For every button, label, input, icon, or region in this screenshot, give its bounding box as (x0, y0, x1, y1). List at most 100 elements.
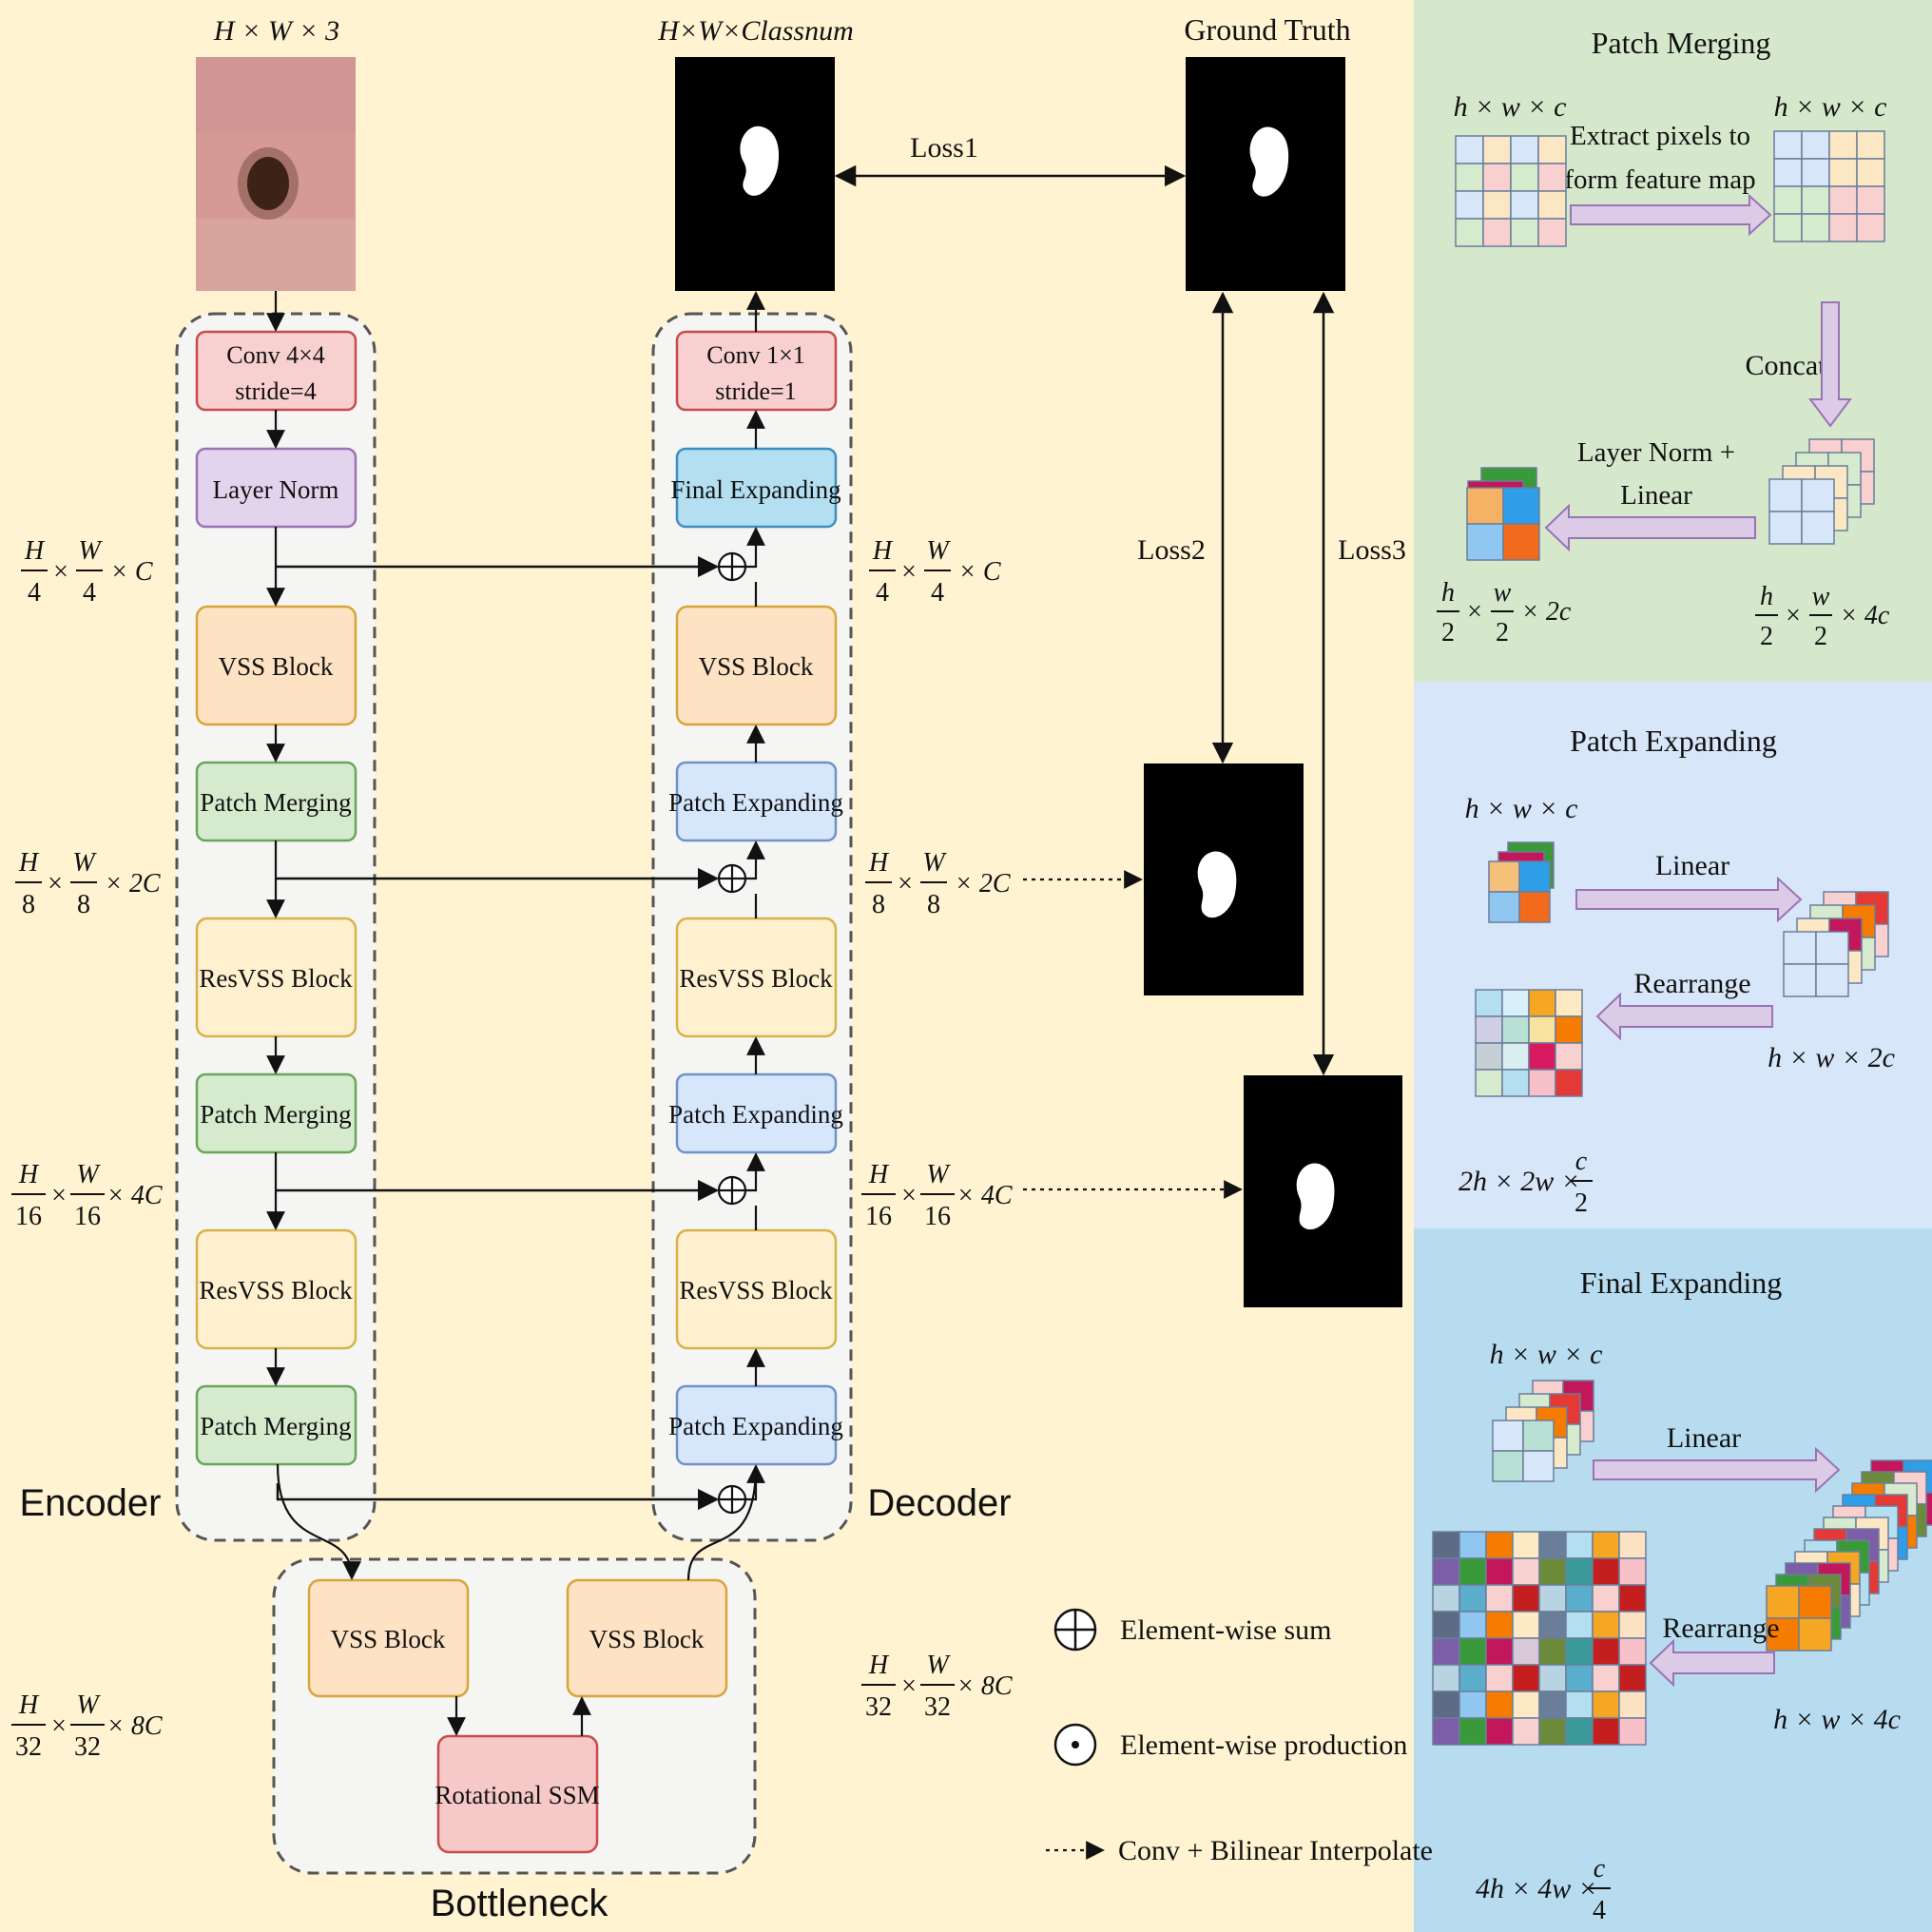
svg-text:×: × (1786, 601, 1801, 630)
svg-text:W: W (72, 848, 97, 878)
svg-text:Patch Expanding: Patch Expanding (668, 1100, 843, 1129)
svg-text:4h × 4w ×: 4h × 4w × (1476, 1873, 1597, 1904)
svg-text:H: H (868, 848, 890, 878)
merging-out-dims: h × w × c (1774, 91, 1887, 123)
svg-text:H: H (868, 1651, 890, 1680)
svg-text:× 2c: × 2c (1521, 597, 1572, 627)
svg-text:× 8C: × 8C (956, 1671, 1013, 1701)
svg-text:VSS Block: VSS Block (589, 1625, 705, 1653)
svg-text:×: × (901, 557, 917, 587)
svg-text:×: × (901, 1181, 917, 1210)
svg-text:Final Expanding: Final Expanding (670, 475, 840, 504)
svg-text:Rotational SSM: Rotational SSM (435, 1781, 599, 1809)
svg-text:W: W (76, 1690, 101, 1720)
svg-text:8: 8 (927, 890, 940, 919)
svg-text:32: 32 (924, 1692, 951, 1722)
merging-norm-arrow (1544, 503, 1756, 552)
sum-node-2 (717, 863, 747, 894)
sum-node-4 (717, 1484, 747, 1515)
encoder-conv-block: Conv 4×4 stride=4 (195, 330, 357, 412)
svg-text:4: 4 (83, 578, 96, 608)
expanding-in-dims: h × w × c (1465, 793, 1578, 824)
merging-concat-stack (1768, 438, 1875, 545)
dims-label-1-right: H 4 × W 4 × C (869, 536, 1001, 608)
svg-text:H: H (868, 1160, 890, 1189)
svg-text:W: W (926, 1651, 951, 1680)
svg-text:c: c (1594, 1854, 1606, 1884)
dims-label-2-right: H 8 × W 8 × 2C (865, 848, 1011, 919)
expanding-linear-arrow (1575, 876, 1803, 923)
svg-text:c: c (1575, 1147, 1588, 1176)
svg-text:32: 32 (865, 1692, 892, 1722)
bottleneck-vss-right: VSS Block (566, 1578, 728, 1698)
expanding-out-dims: 2h × 2w × c 2 (1459, 1147, 1593, 1218)
expanding-output-grid (1475, 989, 1583, 1097)
legend-sum-label: Element-wise sum (1120, 1614, 1331, 1646)
svg-text:× C: × C (958, 557, 1001, 587)
dims-label-4-left: H 32 × W 32 × 8C (11, 1690, 163, 1762)
svg-text:8: 8 (872, 890, 885, 919)
svg-text:Patch Merging: Patch Merging (200, 788, 351, 817)
merging-result-block (1466, 467, 1540, 561)
input-dims: H × W × 3 (213, 15, 339, 47)
svg-text:32: 32 (15, 1732, 42, 1762)
svg-text:ResVSS Block: ResVSS Block (679, 1276, 833, 1304)
svg-text:ResVSS Block: ResVSS Block (199, 1276, 353, 1304)
final-deep-stack (1766, 1459, 1932, 1652)
svg-text:16: 16 (15, 1202, 42, 1231)
svg-text:stride=1: stride=1 (715, 377, 796, 405)
encoder-resvss-block-1: ResVSS Block (195, 917, 357, 1038)
svg-text:h: h (1441, 578, 1455, 608)
svg-text:×: × (53, 557, 68, 587)
merging-in-dims: h × w × c (1454, 91, 1567, 123)
skip-connections (276, 555, 720, 1511)
expanding-panel-title: Patch Expanding (1570, 724, 1777, 758)
dims-label-4-right: H 32 × W 32 × 8C (861, 1651, 1013, 1722)
encoder-layer-norm-block: Layer Norm (195, 447, 357, 529)
svg-text:Patch Expanding: Patch Expanding (668, 788, 843, 817)
svg-text:8: 8 (22, 890, 35, 919)
svg-text:ResVSS Block: ResVSS Block (679, 964, 833, 993)
legend-sum-icon (1053, 1608, 1097, 1652)
svg-text:H: H (18, 848, 40, 878)
encoder-title: Encoder (20, 1482, 162, 1524)
loss2-mask (1144, 763, 1304, 995)
input-image (196, 57, 356, 291)
svg-text:4: 4 (28, 578, 41, 608)
rotational-ssm-block: Rotational SSM (435, 1734, 600, 1854)
final-mid-dims: h × w × 4c (1773, 1704, 1901, 1735)
decoder-patch-expanding-3: Patch Expanding (668, 1384, 843, 1466)
svg-text:× 4c: × 4c (1840, 601, 1890, 630)
svg-text:16: 16 (74, 1202, 101, 1231)
patch-merging-panel (1414, 0, 1932, 682)
svg-text:H: H (18, 1160, 40, 1189)
merging-input-grid (1455, 135, 1567, 247)
interp-arrows (1023, 870, 1243, 1199)
svg-text:Patch Merging: Patch Merging (200, 1412, 351, 1440)
expanding-rearrange-label: Rearrange (1633, 968, 1750, 999)
svg-text:16: 16 (865, 1202, 892, 1231)
final-linear-arrow (1593, 1446, 1841, 1494)
bottleneck-vss-left: VSS Block (307, 1578, 470, 1698)
loss1-label: Loss1 (910, 132, 978, 164)
decoder-resvss-block-2: ResVSS Block (675, 1228, 838, 1350)
svg-text:Patch Merging: Patch Merging (200, 1100, 351, 1129)
svg-text:Conv 4×4: Conv 4×4 (226, 341, 325, 369)
svg-text:2: 2 (1496, 618, 1509, 647)
final-input-stack (1492, 1380, 1594, 1482)
encoder-resvss-block-2: ResVSS Block (195, 1228, 357, 1350)
final-rearrange-arrow (1649, 1638, 1775, 1688)
decoder-patch-expanding-1: Patch Expanding (668, 761, 843, 842)
svg-text:× 2C: × 2C (955, 869, 1011, 898)
svg-text:VSS Block: VSS Block (331, 1625, 446, 1653)
dims-label-3-right: H 16 × W 16 × 4C (861, 1160, 1013, 1231)
merging-result-right-dims: h 2 × w 2 × 4c (1755, 582, 1890, 651)
svg-text:W: W (926, 536, 951, 566)
expanding-mid-dims: h × w × 2c (1768, 1042, 1895, 1073)
decoder-title: Decoder (867, 1482, 1011, 1524)
svg-text:W: W (926, 1160, 951, 1189)
svg-text:32: 32 (74, 1732, 101, 1762)
svg-text:W: W (76, 1160, 101, 1189)
svg-text:Conv 1×1: Conv 1×1 (706, 341, 805, 369)
svg-text:×: × (51, 1711, 67, 1741)
